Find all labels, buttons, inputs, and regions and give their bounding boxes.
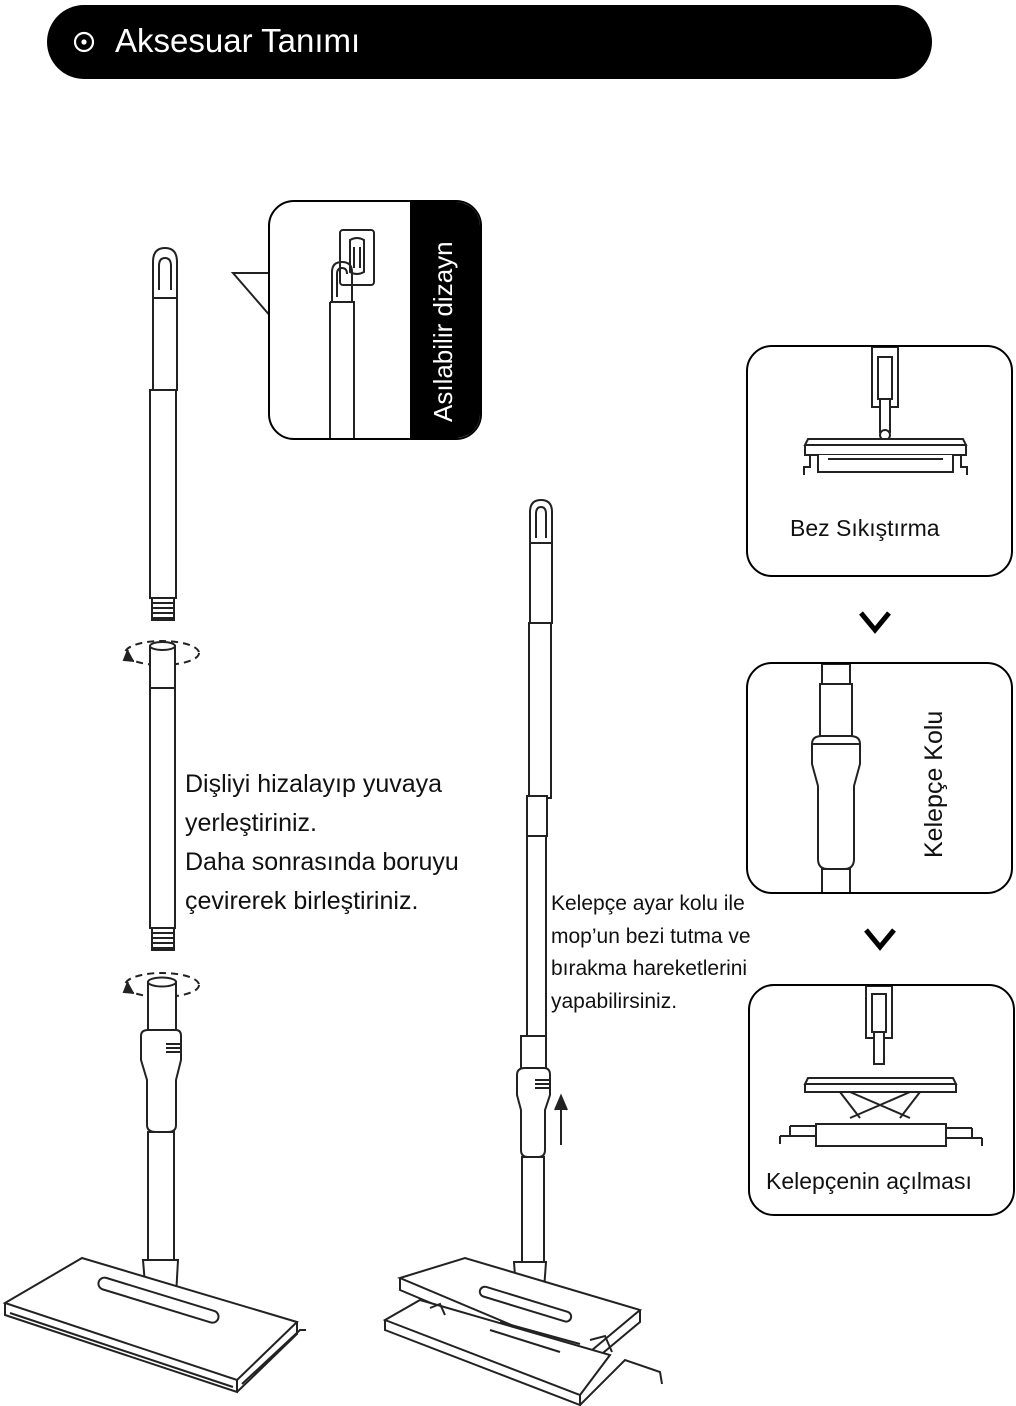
mop-open-clamp-illustration bbox=[779, 986, 983, 1147]
step-label: Bez Sıkıştırma bbox=[790, 515, 940, 541]
step-box-clamp-lever: Kelepçe Kolu bbox=[746, 662, 1013, 894]
pole-bottom-segment bbox=[140, 976, 182, 1313]
hang-design-label: Asılabilir dizayn bbox=[428, 241, 458, 422]
assembly-line: Daha sonrasında boruyu bbox=[185, 848, 459, 876]
assembly-line: çevirerek birleştiriniz. bbox=[185, 887, 419, 915]
step-box-cloth-clamp: Bez Sıkıştırma bbox=[746, 345, 1013, 577]
mop-head-left bbox=[2, 1256, 306, 1394]
step-label: Kelepçe Kolu bbox=[920, 710, 948, 858]
pole-assembled bbox=[512, 498, 553, 1308]
callout-label-bar bbox=[410, 202, 480, 438]
circle-dot-icon bbox=[73, 31, 95, 53]
wall-hook-illustration bbox=[329, 229, 375, 438]
chevron-down-icon bbox=[859, 611, 891, 634]
chevron-down-icon bbox=[864, 928, 896, 951]
section-header: Aksesuar Tanımı bbox=[47, 5, 932, 79]
clamp-line: yapabilirsiniz. bbox=[551, 989, 678, 1013]
assembly-line: yerleştiriniz. bbox=[185, 809, 317, 837]
pole-middle-segment bbox=[149, 641, 176, 951]
clamp-line: bırakma hareketlerini bbox=[551, 957, 748, 980]
pole-top-segment bbox=[149, 246, 178, 621]
step-label: Kelepçenin açılması bbox=[766, 1168, 972, 1194]
page-title: Aksesuar Tanımı bbox=[115, 22, 361, 59]
clamp-lever-illustration bbox=[811, 664, 861, 892]
clamp-line: Kelepçe ayar kolu ile bbox=[551, 892, 745, 915]
assembly-line: Dişliyi hizalayıp yuvaya bbox=[185, 770, 443, 798]
clamp-line: mop’un bezi tutma ve bbox=[551, 924, 751, 948]
hang-design-callout: Asılabilir dizayn bbox=[268, 200, 482, 440]
assembly-instructions: Dişliyi hizalayıp yuvaya yerleştiriniz. … bbox=[185, 765, 459, 921]
clamp-instructions: Kelepçe ayar kolu ile mop’un bezi tutma … bbox=[551, 888, 751, 1018]
mop-closed-clamp-illustration bbox=[803, 347, 968, 475]
arrow-up-icon bbox=[554, 1093, 568, 1145]
mop-head-middle bbox=[382, 1256, 663, 1406]
step-box-clamp-open: Kelepçenin açılması bbox=[748, 984, 1015, 1216]
